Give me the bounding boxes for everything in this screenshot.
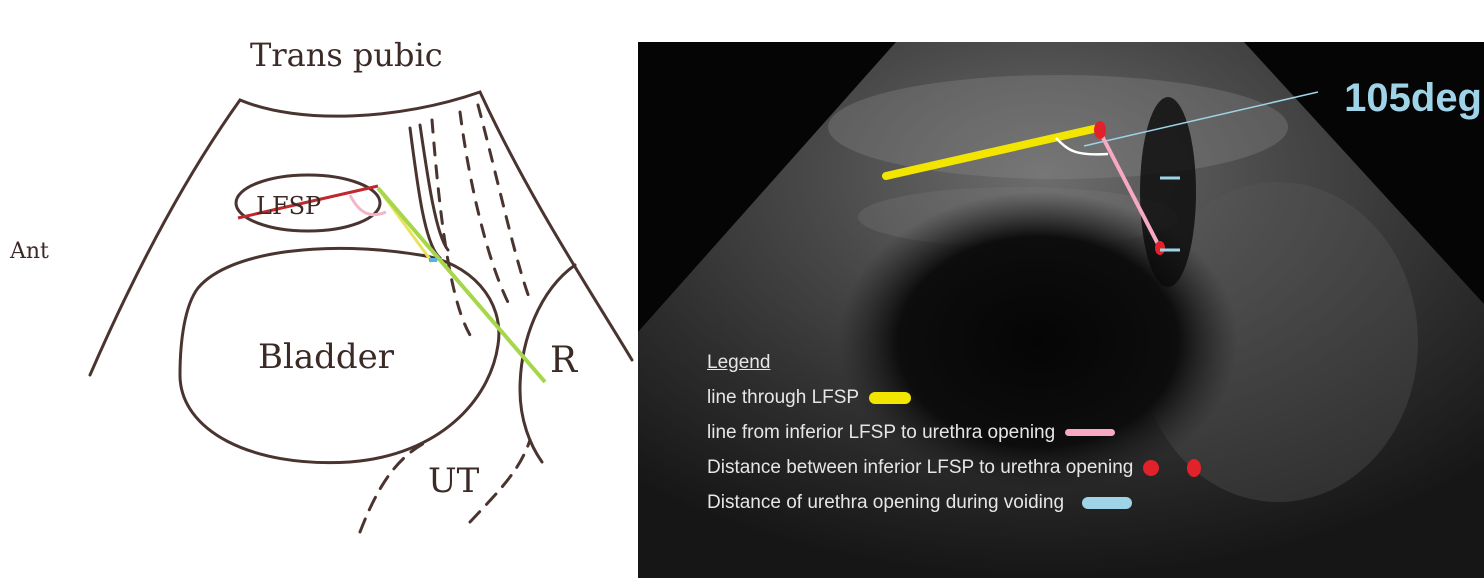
dashed-line-3: [478, 105, 530, 300]
green-line: [378, 188, 545, 382]
uterus-label: UT: [428, 461, 480, 501]
red-dot-swatch: [1187, 459, 1201, 477]
legend-item-red-dots: Distance between inferior LFSP to urethr…: [707, 450, 1201, 485]
anterior-label: Ant: [9, 239, 49, 264]
rectum-label: R: [550, 340, 578, 381]
legend-label: Distance between inferior LFSP to urethr…: [707, 450, 1133, 485]
legend-item-blue-line: Distance of urethra opening during voidi…: [707, 485, 1201, 520]
lfsp-label: LFSP: [256, 192, 321, 220]
red-dot-swatch: [1143, 460, 1159, 476]
ultrasound-image: 105deg Legend line through LFSP line fro…: [638, 42, 1484, 578]
legend-item-pink-line: line from inferior LFSP to urethra openi…: [707, 415, 1201, 450]
blue-swatch: [1082, 497, 1132, 509]
bladder-label: Bladder: [258, 337, 395, 377]
legend-label: line through LFSP: [707, 380, 859, 415]
angle-label: 105deg: [1344, 76, 1482, 121]
fan-outline: [90, 92, 632, 375]
urethra-blue-mark: [429, 258, 437, 262]
pink-swatch: [1065, 429, 1115, 436]
endpoint-upper-dot: [1094, 121, 1106, 139]
sketch-drawing: Trans pubic Ant LFSP Bladder R UT: [0, 0, 638, 578]
legend-item-lfsp-line: line through LFSP: [707, 380, 1201, 415]
legend-label: line from inferior LFSP to urethra openi…: [707, 415, 1055, 450]
legend-title: Legend: [707, 345, 1201, 380]
legend-label: Distance of urethra opening during voidi…: [707, 485, 1064, 520]
transpubic-sketch: Trans pubic Ant LFSP Bladder R UT: [0, 0, 638, 578]
endpoint-lower-dot: [1155, 241, 1165, 255]
legend: Legend line through LFSP line from infer…: [707, 345, 1201, 520]
view-label: Trans pubic: [250, 36, 443, 74]
yellow-swatch: [869, 392, 911, 404]
